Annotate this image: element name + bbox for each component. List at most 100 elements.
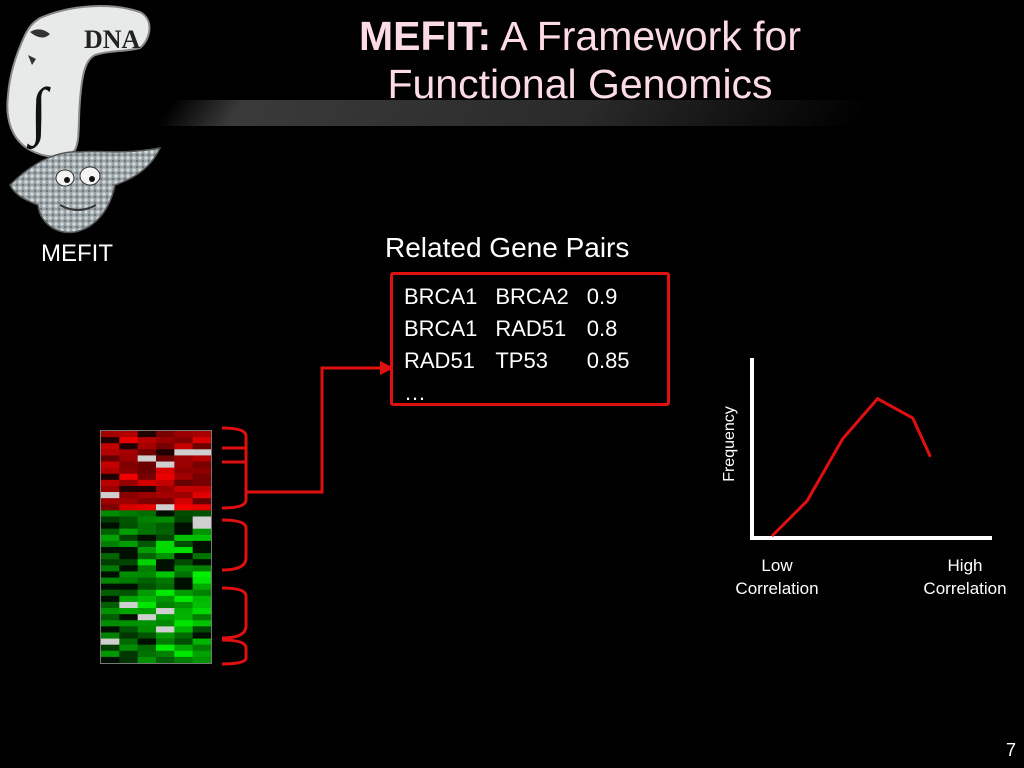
heatmap-cell	[174, 498, 194, 505]
heatmap-cell	[192, 583, 211, 591]
heatmap-cell	[137, 510, 157, 517]
heatmap-cell	[119, 534, 139, 542]
heatmap-cell	[137, 431, 157, 438]
heatmap-cell	[192, 492, 211, 499]
heatmap-cell	[156, 534, 175, 542]
heatmap-cell	[101, 443, 120, 450]
heatmap-cell	[119, 620, 139, 627]
heatmap-cell	[119, 601, 139, 609]
heatmap-cell	[119, 498, 139, 505]
gene-a: RAD51	[404, 348, 475, 373]
heatmap-cell	[192, 632, 211, 640]
heatmap-cell	[101, 583, 120, 591]
heatmap-cell	[174, 571, 194, 579]
page-number: 7	[1005, 740, 1016, 760]
heatmap-cell	[174, 522, 194, 530]
heatmap-cell	[119, 516, 139, 524]
heatmap-cell	[156, 437, 175, 444]
heatmap-cell	[101, 449, 120, 456]
heatmap-cell	[192, 516, 211, 524]
heatmap-cell	[101, 510, 120, 517]
heatmap-cell	[137, 455, 157, 463]
heatmap-cell	[119, 473, 139, 481]
heatmap-cell	[137, 632, 157, 640]
heatmap-cell	[192, 608, 211, 615]
heatmap-cell	[192, 559, 211, 566]
heatmap-cell	[192, 614, 211, 621]
heatmap-cell	[119, 583, 139, 591]
heatmap-cell	[174, 632, 194, 640]
heatmap-cell	[119, 644, 139, 652]
heatmap-cell	[101, 498, 120, 505]
gene-a: …	[404, 380, 426, 405]
heatmap-cell	[156, 473, 175, 481]
heatmap-cell	[119, 656, 139, 663]
heatmap-cell	[119, 437, 139, 444]
heatmap-cell	[156, 601, 175, 609]
gene-a: BRCA1	[404, 284, 478, 309]
cloth-shape	[6, 5, 151, 158]
heatmap-cell	[137, 553, 157, 560]
heatmap-cell	[174, 638, 194, 646]
heatmap-cell	[174, 467, 194, 475]
heatmap-cell	[174, 626, 194, 633]
heatmap-cell	[137, 626, 157, 633]
heatmap-cell	[156, 522, 175, 530]
heatmap-cell	[101, 577, 120, 585]
heatmap-cell	[119, 638, 139, 646]
heatmap-cell	[119, 589, 139, 597]
heatmap-cell	[137, 608, 157, 615]
heatmap-cell	[174, 583, 194, 591]
expression-heatmap	[100, 430, 212, 664]
heatmap-cell	[156, 638, 175, 646]
heatmap-cell	[137, 583, 157, 591]
heatmap-cell	[156, 479, 175, 487]
heatmap-cell	[156, 461, 175, 469]
heatmap-cell	[192, 595, 211, 603]
heatmap-cell	[156, 565, 175, 572]
heatmap-cell	[192, 449, 211, 456]
heatmap-cell	[101, 431, 120, 438]
heatmap-cell	[119, 492, 139, 499]
heatmap-cell	[174, 485, 194, 493]
heatmap-cell	[101, 492, 120, 499]
heatmap-cell	[192, 601, 211, 609]
heatmap-cell	[174, 461, 194, 469]
heatmap-cell	[192, 644, 211, 652]
heatmap-cell	[119, 553, 139, 560]
logo-label: MEFIT	[41, 240, 113, 267]
bracket-1	[221, 426, 248, 450]
heatmap-cell	[137, 534, 157, 542]
heatmap-cell	[174, 534, 194, 542]
heatmap-cell	[101, 656, 120, 663]
heatmap-cell	[101, 437, 120, 444]
heatmap-cell	[137, 547, 157, 554]
heatmap-cell	[192, 498, 211, 505]
heatmap-cell	[174, 492, 194, 499]
heatmap-cell	[137, 522, 157, 530]
heatmap-cell	[192, 528, 211, 536]
gene-b: TP53	[495, 348, 548, 373]
heatmap-cell	[137, 601, 157, 609]
heatmap-cell	[137, 473, 157, 481]
heatmap-cell	[119, 528, 139, 536]
heatmap-cell	[174, 650, 194, 658]
heatmap-cell	[174, 553, 194, 560]
heatmap-cell	[156, 449, 175, 456]
heatmap-cell	[137, 449, 157, 456]
heatmap-cell	[137, 656, 157, 663]
heatmap-cell	[174, 608, 194, 615]
heatmap-cell	[156, 644, 175, 652]
heatmap-cell	[137, 498, 157, 505]
heatmap-cell	[101, 565, 120, 572]
heatmap-cell	[156, 583, 175, 591]
heatmap-cell	[119, 449, 139, 456]
heatmap-cell	[192, 553, 211, 560]
heatmap-cell	[174, 547, 194, 554]
heatmap-cell	[101, 632, 120, 640]
heatmap-cell	[137, 467, 157, 475]
